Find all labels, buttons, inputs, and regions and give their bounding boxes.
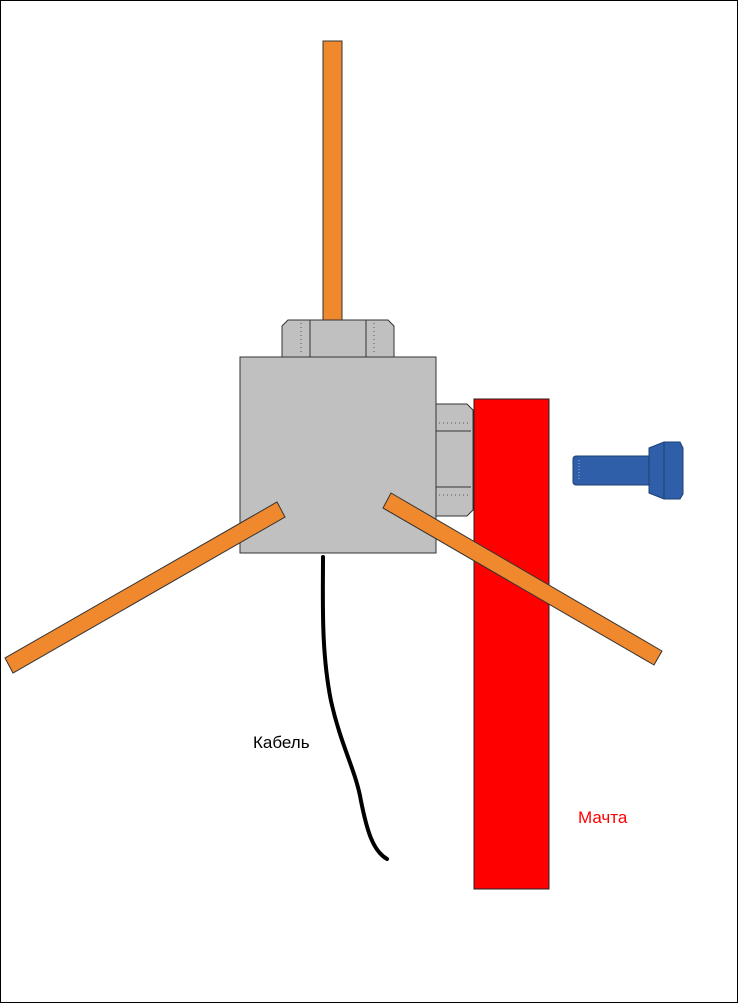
left-radial — [4, 501, 286, 674]
mast — [473, 398, 550, 890]
top-nut — [281, 319, 395, 358]
right-radial — [382, 492, 663, 666]
bolt-icon — [572, 441, 684, 500]
cable — [320, 555, 389, 861]
side-nut — [435, 403, 474, 517]
vertical-radiator — [322, 40, 343, 324]
mast-label: Мачта — [578, 808, 628, 827]
cable-label: Кабель — [253, 733, 310, 752]
